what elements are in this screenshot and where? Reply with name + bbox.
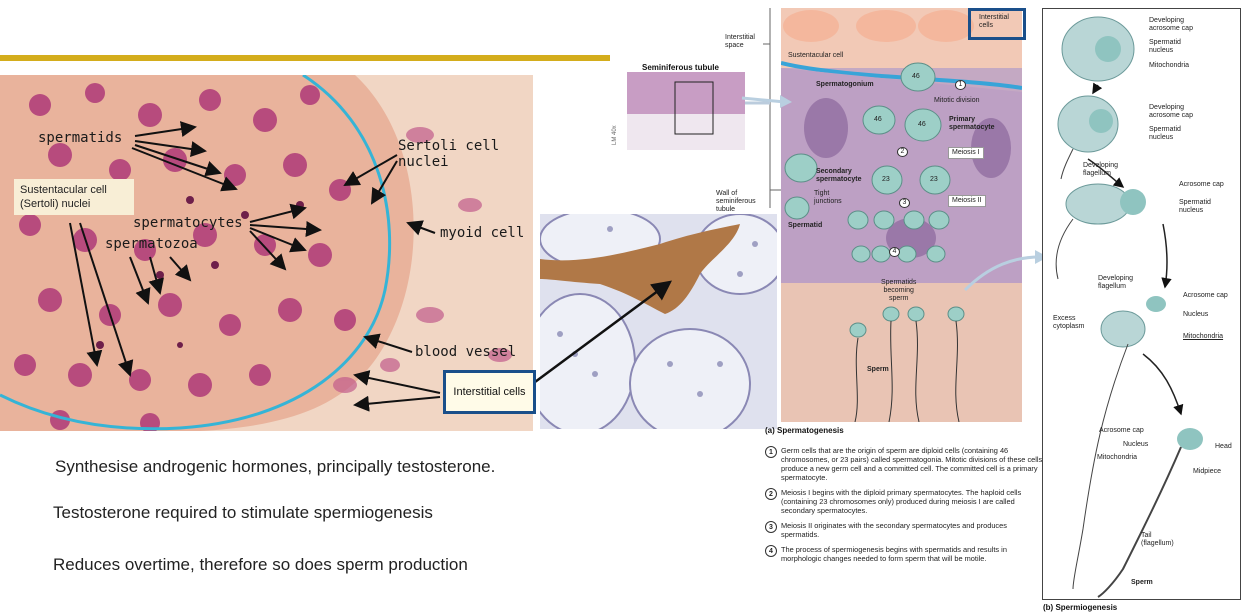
label-midpiece: Midpiece <box>1193 468 1222 475</box>
step-circle-3: 3 <box>899 198 910 208</box>
label-spermatozoa: spermatozoa <box>105 236 198 252</box>
zoom-arrow-a <box>741 95 792 108</box>
chromosome-count-46b: 46 <box>874 116 882 123</box>
testis-micrograph: spermatids Sertoli cell nuclei spermatoc… <box>0 75 533 431</box>
label-head: Head <box>1215 443 1232 450</box>
label-meiosis-1: Meiosis I <box>948 147 984 159</box>
label-meiosis-2: Meiosis II <box>948 195 986 207</box>
bullet-text-1: Synthesise androgenic hormones, principa… <box>55 457 496 476</box>
pointer-arrow <box>534 280 673 384</box>
label-sperm: Sperm <box>867 366 889 373</box>
label-acrosome-cap-1: Acrosome cap <box>1179 181 1224 188</box>
step-circle-2: 2 <box>897 147 908 157</box>
label-sertoli-nuclei: Sertoli cell nuclei <box>398 138 500 170</box>
label-acrosome-cap-2: Acrosome cap <box>1183 292 1228 299</box>
label-wall: Wall of seminiferous tubule <box>716 190 756 213</box>
chromosome-count-46: 46 <box>912 73 920 80</box>
step-circle-4: 4 <box>889 247 900 257</box>
label-acrosome-cap-3: Acrosome cap <box>1099 427 1144 434</box>
sustentacular-cell-label-box: Sustentacular cell (Sertoli) nuclei <box>14 179 134 215</box>
label-nucleus-2: Nucleus <box>1123 441 1149 448</box>
label-developing-flagellum-2: Developing flagellum <box>1098 275 1134 290</box>
seminiferous-thumbnail <box>627 72 745 150</box>
label-spermatocytes: spermatocytes <box>133 215 243 231</box>
label-blood-vessel: blood vessel <box>415 344 517 360</box>
interstitial-cells-fig-highlight <box>968 8 1026 40</box>
label-spermatogonium: Spermatogonium <box>816 81 874 88</box>
label-developing-acrosome-2: Developing acrosome cap <box>1149 104 1193 119</box>
label-tail: Tail (flagellum) <box>1141 532 1174 547</box>
thumbnail-art <box>627 72 745 150</box>
gold-divider <box>0 55 610 61</box>
label-spermatid: Spermatid <box>788 222 823 229</box>
bullet-text-2: Testosterone required to stimulate sperm… <box>53 503 433 522</box>
step-circle-1: 1 <box>955 80 966 90</box>
spermiogenesis-figure: Developing acrosome cap Spermatid nucleu… <box>1042 8 1241 600</box>
bracket-lines <box>745 8 781 208</box>
label-sustentacular-cell: Sustentacular cell <box>788 52 844 59</box>
label-excess-cytoplasm: Excess cytoplasm <box>1053 315 1085 330</box>
thumb-title: Seminiferous tubule <box>642 63 719 72</box>
label-spermatids: spermatids <box>38 130 123 146</box>
label-myoid-cell: myoid cell <box>440 225 525 241</box>
label-secondary-spermatocyte: Secondary spermatocyte <box>816 168 862 183</box>
bullet-text-3: Reduces overtime, therefore so does sper… <box>53 555 468 574</box>
label-tight-junctions: Tight junctions <box>814 190 842 205</box>
label-nucleus-1: Nucleus <box>1183 311 1209 318</box>
label-interstitial-cells-fig: Interstitial cells <box>979 14 1009 29</box>
interstitial-histology-image <box>540 214 777 429</box>
micrograph-art <box>0 75 533 431</box>
interstitial-cells-highlight: Interstitial cells <box>443 370 536 414</box>
spermiogenesis-art <box>1055 16 1203 598</box>
spermatogenesis-art <box>781 8 1022 422</box>
caption-spermatogenesis: (a) Spermatogenesis <box>765 426 844 435</box>
chromosome-count-23b: 23 <box>930 176 938 183</box>
label-spermatid-nucleus-2: Spermatid nucleus <box>1149 126 1181 141</box>
label-developing-flagellum-1: Developing flagellum <box>1083 162 1119 177</box>
caption-spermiogenesis: (b) Spermiogenesis <box>1043 603 1118 612</box>
spermatogenesis-figure: Sustentacular cell Spermatogonium Mitoti… <box>781 8 1022 422</box>
chromosome-count-23: 23 <box>882 176 890 183</box>
label-interstitial-space: Interstitial space <box>725 34 755 49</box>
label-mitochondria-2: Mitochondria <box>1183 333 1224 340</box>
label-mitotic-division: Mitotic division <box>934 97 980 104</box>
label-mitochondria-3: Mitochondria <box>1097 454 1138 461</box>
label-developing-acrosome-1: Developing acrosome cap <box>1149 17 1193 32</box>
label-sperm-b: Sperm <box>1131 579 1153 586</box>
lm-label: LM 40x <box>612 125 618 145</box>
histology-art <box>540 214 777 429</box>
label-primary-spermatocyte: Primary spermatocyte <box>949 116 995 131</box>
zoom-arrow-b <box>963 250 1048 292</box>
label-spermatid-nucleus-3: Spermatid nucleus <box>1179 199 1211 214</box>
chromosome-count-46c: 46 <box>918 121 926 128</box>
label-mitochondria-1: Mitochondria <box>1149 62 1190 69</box>
label-spermatid-nucleus-1: Spermatid nucleus <box>1149 39 1181 54</box>
label-spermatids-becoming-sperm: Spermatids becoming sperm <box>881 279 917 302</box>
